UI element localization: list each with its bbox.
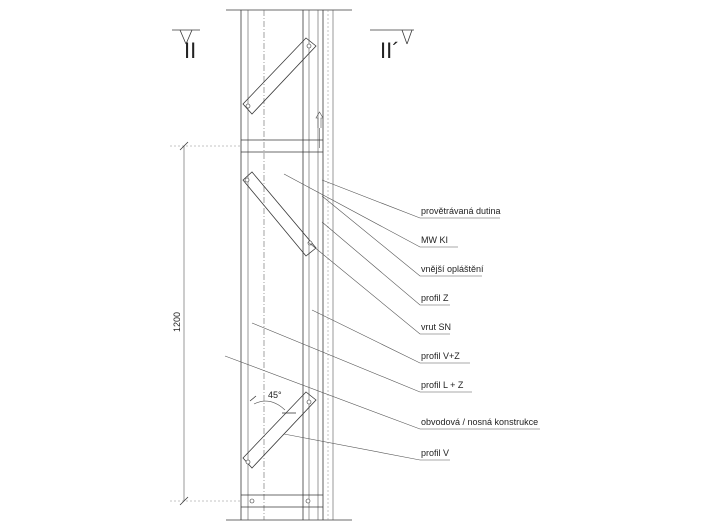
label-list: provětrávaná dutina MW KI vnější opláště… xyxy=(421,206,538,458)
angle-label: 45° xyxy=(268,390,282,400)
label-outer-cladding: vnější opláštění xyxy=(421,264,484,274)
horizontal-profile-bottom xyxy=(170,494,323,508)
diagonal-brace-bottom xyxy=(242,391,317,469)
leader-lines xyxy=(224,173,540,461)
label-profile-v-z: profil V+Z xyxy=(421,351,460,361)
label-profile-v: profil V xyxy=(421,448,449,458)
section-mark-right-label: II´ xyxy=(380,38,400,63)
wall-layers xyxy=(226,9,352,521)
section-mark-right: II´ xyxy=(370,29,414,63)
dimension-label: 1200 xyxy=(172,312,182,332)
horizontal-profile-top xyxy=(170,139,323,153)
dimension-line: 1200 xyxy=(172,141,189,506)
label-load-bearing-structure: obvodová / nosná konstrukce xyxy=(421,417,538,427)
label-profile-l-z: profil L + Z xyxy=(421,380,464,390)
label-mineral-wool: MW KI xyxy=(421,235,448,245)
ventilation-arrow-icon xyxy=(315,111,324,148)
angle-annotation: 45° xyxy=(249,390,296,414)
label-profile-z: profil Z xyxy=(421,293,449,303)
label-ventilated-cavity: provětrávaná dutina xyxy=(421,206,501,216)
label-screw-sn: vrut SN xyxy=(421,322,451,332)
section-mark-left: II xyxy=(172,29,200,63)
diagonal-brace-middle xyxy=(242,171,317,257)
diagonal-brace-top xyxy=(242,37,317,115)
section-mark-left-label: II xyxy=(184,38,196,63)
